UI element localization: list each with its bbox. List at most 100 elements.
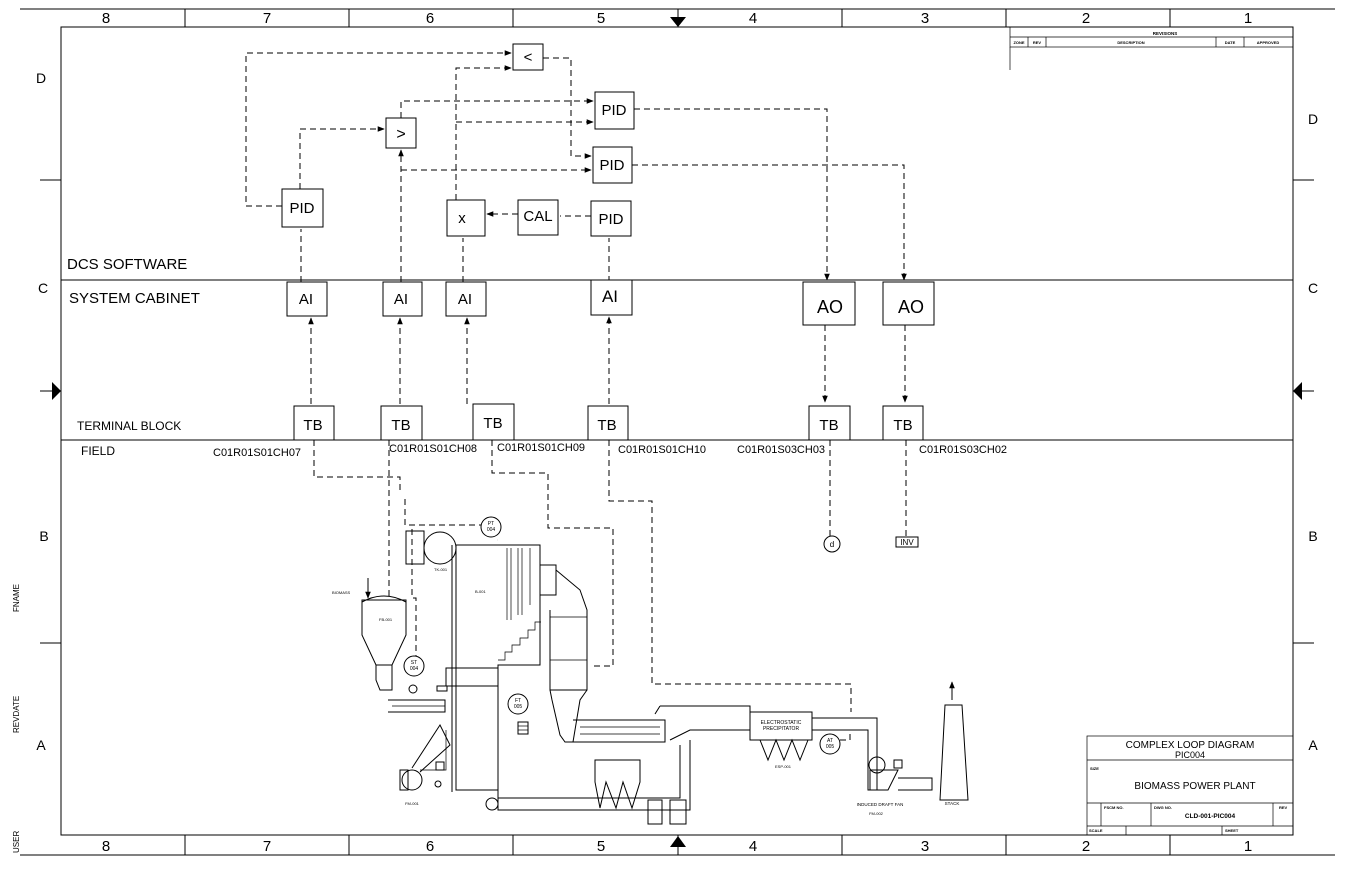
pid-block-3[interactable]: PID — [592, 146, 633, 184]
channel-label-ch10: C01R01S01CH10 — [618, 444, 706, 456]
pt004-tag: PT — [488, 521, 494, 527]
section-label-dcs: DCS SOFTWARE — [67, 256, 187, 273]
ai-block-1[interactable]: AI — [286, 281, 328, 317]
tb-block-2[interactable]: TB — [380, 405, 423, 441]
stack-label: STACK — [945, 801, 960, 806]
tb-block-6[interactable]: TB — [882, 405, 924, 441]
multiplier-block[interactable]: x — [446, 199, 486, 237]
row-label-c-left: C — [38, 280, 48, 296]
at005-number: 005 — [826, 744, 835, 750]
damper-device[interactable]: d — [823, 535, 841, 553]
row-label-b-left: B — [39, 528, 48, 544]
feeder-tag: FB-001 — [379, 617, 393, 622]
pid-block-1-label: PID — [289, 200, 314, 217]
pid-block-2-label: PID — [601, 102, 626, 119]
pt004-number: 004 — [487, 527, 496, 533]
esp-label-line1: ELECTROSTATIC — [761, 720, 802, 726]
row-label-b-right: B — [1308, 528, 1317, 544]
col-label-3: 3 — [921, 10, 929, 27]
pid-block-4-label: PID — [598, 211, 623, 228]
ao-block-2[interactable]: AO — [882, 281, 935, 326]
row-label-d-left: D — [36, 70, 46, 86]
tb-block-6-label: TB — [893, 417, 912, 434]
col-label-3-bottom: 3 — [921, 838, 929, 855]
st004-instrument[interactable]: ST 004 — [403, 655, 425, 677]
channel-label-s03ch03: C01R01S03CH03 — [737, 444, 825, 456]
esp-body-icon — [749, 711, 813, 741]
title-block-rev-label: REV — [1279, 805, 1288, 810]
st004-tag: ST — [411, 660, 417, 666]
ft005-number: 005 — [514, 704, 523, 710]
low-select-block[interactable]: < — [512, 43, 544, 71]
rev-header-rev: REV — [1033, 40, 1042, 45]
cal-block-label: CAL — [523, 208, 552, 225]
tb-block-5[interactable]: TB — [808, 405, 851, 441]
high-select-block[interactable]: > — [385, 117, 417, 149]
title-block-dwg-no: CLD-001-PIC004 — [1185, 813, 1236, 820]
cabinet-signal-lines — [308, 316, 908, 404]
biomass-label: BIOMASS — [332, 590, 351, 595]
rev-header-zone: ZONE — [1013, 40, 1024, 45]
col-label-4: 4 — [749, 10, 757, 27]
ao-block-1[interactable]: AO — [802, 281, 856, 326]
title-block-subtitle: PIC004 — [1175, 750, 1205, 760]
cal-block[interactable]: CAL — [517, 199, 559, 236]
margin-fname: FNAME — [12, 584, 21, 612]
tb-block-1-label: TB — [303, 417, 322, 434]
inverter-label: INV — [900, 538, 914, 547]
ft005-instrument[interactable]: FT 005 — [507, 693, 529, 715]
pid-block-1[interactable]: PID — [281, 188, 324, 228]
margin-user: USER — [12, 831, 21, 853]
tb-block-3-label: TB — [483, 415, 502, 432]
col-label-8: 8 — [102, 10, 110, 27]
steam-drum-icon — [423, 531, 457, 565]
field-wiring — [313, 440, 907, 712]
col-label-2: 2 — [1082, 10, 1090, 27]
col-label-4-bottom: 4 — [749, 838, 757, 855]
drawing-border — [20, 8, 1335, 856]
title-block-sheet-label: SHEET — [1225, 828, 1239, 833]
tank-tag: TK-001 — [434, 567, 448, 572]
section-dividers — [61, 279, 1293, 441]
ai-block-2[interactable]: AI — [382, 281, 423, 317]
title-block — [1086, 735, 1294, 836]
col-label-1-bottom: 1 — [1244, 838, 1252, 855]
at005-instrument[interactable]: AT 005 — [819, 733, 841, 755]
ai-block-3-label: AI — [458, 291, 472, 308]
ai-block-3[interactable]: AI — [445, 281, 487, 317]
pt004-instrument[interactable]: PT 004 — [480, 516, 502, 538]
channel-label-ch09: C01R01S01CH09 — [497, 442, 585, 454]
section-label-field: FIELD — [81, 444, 115, 458]
at005-connection — [840, 730, 851, 741]
ai-block-4[interactable]: AI — [590, 279, 633, 316]
title-block-size-label: SIZE — [1090, 766, 1099, 771]
rev-header-description: DESCRIPTION — [1117, 40, 1144, 45]
tb-block-1[interactable]: TB — [293, 405, 335, 441]
col-label-6: 6 — [426, 10, 434, 27]
revisions-title: REVISIONS — [1153, 31, 1178, 36]
section-label-terminal: TERMINAL BLOCK — [77, 419, 181, 433]
tb-block-3[interactable]: TB — [472, 403, 515, 441]
fm001-tag: FM-001 — [405, 801, 420, 806]
induced-draft-fan-icon — [868, 756, 886, 774]
col-label-2-bottom: 2 — [1082, 838, 1090, 855]
margin-revdate: REVDATE — [12, 696, 21, 733]
feeder-hopper-icon — [361, 599, 407, 666]
channel-label-s03ch02: C01R01S03CH02 — [919, 444, 1007, 456]
process-equipment: TK-001 B-001 — [332, 530, 969, 825]
row-label-d-right: D — [1308, 111, 1318, 127]
title-block-company: BIOMASS POWER PLANT — [1134, 781, 1255, 792]
pid-block-4[interactable]: PID — [590, 200, 632, 237]
ao-block-2-label: AO — [898, 297, 924, 317]
title-block-title: COMPLEX LOOP DIAGRAM — [1126, 740, 1255, 751]
col-label-1: 1 — [1244, 10, 1252, 27]
pid-block-3-label: PID — [599, 157, 624, 174]
ai-block-1-label: AI — [299, 291, 313, 308]
high-select-label: > — [396, 126, 405, 143]
damper-label: d — [830, 540, 834, 549]
tb-block-4[interactable]: TB — [587, 405, 629, 441]
ai-block-2-label: AI — [394, 291, 408, 308]
inverter-device[interactable]: INV — [895, 536, 919, 548]
pid-block-2[interactable]: PID — [594, 91, 635, 130]
